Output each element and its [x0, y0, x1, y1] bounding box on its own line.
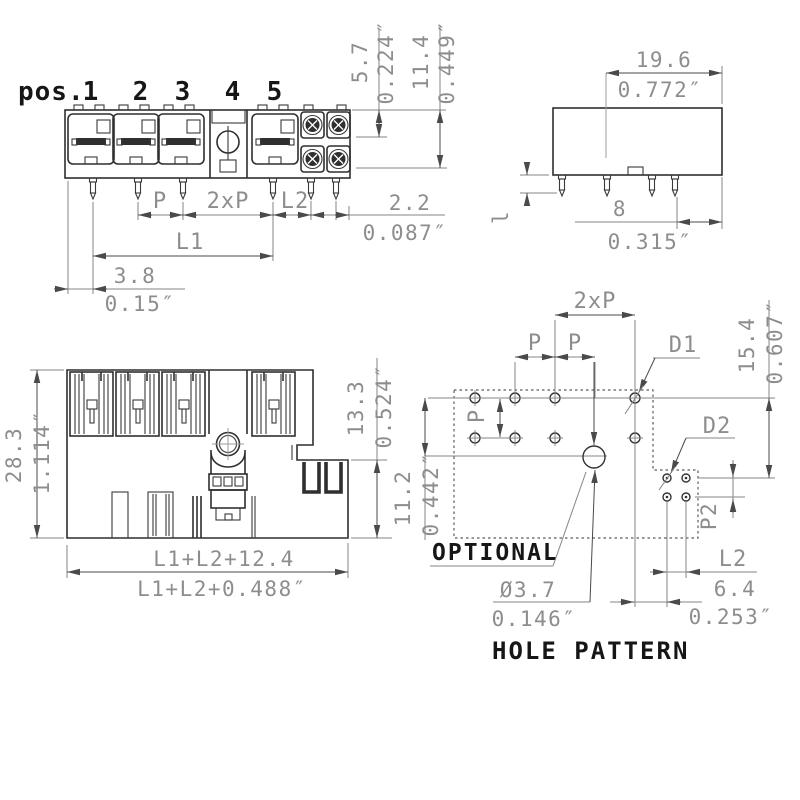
pos-label: pos. [18, 77, 85, 107]
pos-number-2: 2 [133, 77, 150, 107]
side-view-housing [552, 107, 723, 197]
large-center-hole [582, 445, 606, 469]
hole-pattern-vertical-dimensions: 15.4 0.607″ 11.2 0.442″ P2 [391, 300, 787, 540]
dim-19-6-mm: 19.6 [636, 48, 693, 72]
dim-28-3-mm: 28.3 [2, 427, 26, 484]
dim-l1-label: L1 [176, 230, 205, 255]
hp-dim-l2-label: L2 [719, 547, 748, 572]
rear-view: 28.3 1.114″ 13.3 0.524″ L1+L2+12.4 L1+L2… [2, 358, 396, 601]
front-view: pos. 1 2 3 4 5 [18, 20, 459, 316]
dim-3-8-in: 0.15″ [105, 292, 176, 316]
flange-screw-position [209, 109, 248, 178]
dim-8-mm: 8 [613, 197, 627, 221]
dim-15-4-mm: 15.4 [735, 317, 759, 374]
dim-6-4-mm: 6.4 [714, 577, 756, 601]
side-view-dimensions: 19.6 0.772″ 8 0.315″ l [489, 48, 723, 254]
dim-5-7-in: 0.224″ [374, 20, 398, 105]
dim-l2-label: L2 [281, 189, 310, 214]
d1-callout: D1 [624, 333, 700, 415]
d2-callout: D2 [658, 414, 735, 491]
diameter-callout: Ø3.7 0.146″ [492, 469, 598, 631]
dim-13-3-in: 0.524″ [372, 364, 396, 449]
dim-2-2-in: 0.087″ [363, 221, 448, 245]
board-outline-dotted [453, 389, 699, 539]
hp-dim-p-right-label: P [568, 331, 582, 356]
dim-11-2-in: 0.442″ [419, 452, 443, 537]
dim-p2-label: P2 [697, 502, 721, 530]
dim-5-7-mm: 5.7 [348, 41, 372, 83]
dim-dia-mm: Ø3.7 [500, 578, 557, 602]
dim-2-2-mm: 2.2 [389, 191, 431, 215]
dim-6-4-in: 0.253″ [689, 605, 774, 629]
hole-pattern-title: HOLE PATTERN [492, 637, 689, 665]
rear-view-dimensions: 28.3 1.114″ 13.3 0.524″ L1+L2+12.4 L1+L2… [2, 358, 396, 601]
rear-view-body [66, 369, 349, 539]
dim-total-in: L1+L2+0.488″ [137, 577, 307, 601]
optional-callout: OPTIONAL [430, 471, 587, 567]
hp-dim-p-vertical-label: P [465, 409, 490, 423]
side-view: 19.6 0.772″ 8 0.315″ l [489, 48, 723, 254]
pos-number-4: 4 [225, 77, 242, 107]
dim-total-mm: L1+L2+12.4 [153, 547, 294, 571]
dim-15-4-in: 0.607″ [763, 300, 787, 385]
dim-19-6-in: 0.772″ [618, 78, 703, 102]
dim-11-4-in: 0.449″ [435, 20, 459, 105]
hp-dim-p-left-label: P [528, 331, 542, 356]
dim-3-8-mm: 3.8 [114, 264, 156, 288]
front-view-dimensions: P 2xP L2 2.2 0.087″ L1 3.8 0.15″ 5.7 0.2… [54, 20, 459, 316]
pin-length-label: l [489, 210, 513, 224]
side-slot-block [302, 462, 343, 494]
dim-13-3-mm: 13.3 [344, 380, 368, 437]
dim-8-in: 0.315″ [608, 230, 693, 254]
hole-pattern-bottom-dimensions: L2 6.4 0.253″ [610, 547, 774, 629]
center-screw-mount [208, 370, 248, 521]
front-view-housing [64, 104, 351, 200]
mounting-feet [111, 491, 256, 539]
hole-pattern-view: 2xP P P P D1 D2 15.4 [391, 289, 787, 665]
d2-label: D2 [703, 414, 732, 439]
optional-label: OPTIONAL [432, 540, 559, 566]
d1-label: D1 [669, 333, 698, 358]
hole-pattern-pitch-dimensions: 2xP P P P [465, 289, 635, 437]
dim-11-2-mm: 11.2 [391, 470, 415, 527]
housing-top-tabs [73, 104, 347, 111]
dim-11-4-mm: 11.4 [409, 34, 433, 91]
dim-2xp-label: 2xP [207, 189, 250, 214]
pos-number-5: 5 [267, 77, 284, 107]
dim-p-label: P [153, 189, 167, 214]
dim-dia-in: 0.146″ [492, 607, 577, 631]
pos-number-3: 3 [175, 77, 192, 107]
pos-number-1: 1 [83, 77, 100, 107]
dim-28-3-in: 1.114″ [30, 410, 54, 495]
hp-dim-2xp-label: 2xP [574, 289, 617, 314]
